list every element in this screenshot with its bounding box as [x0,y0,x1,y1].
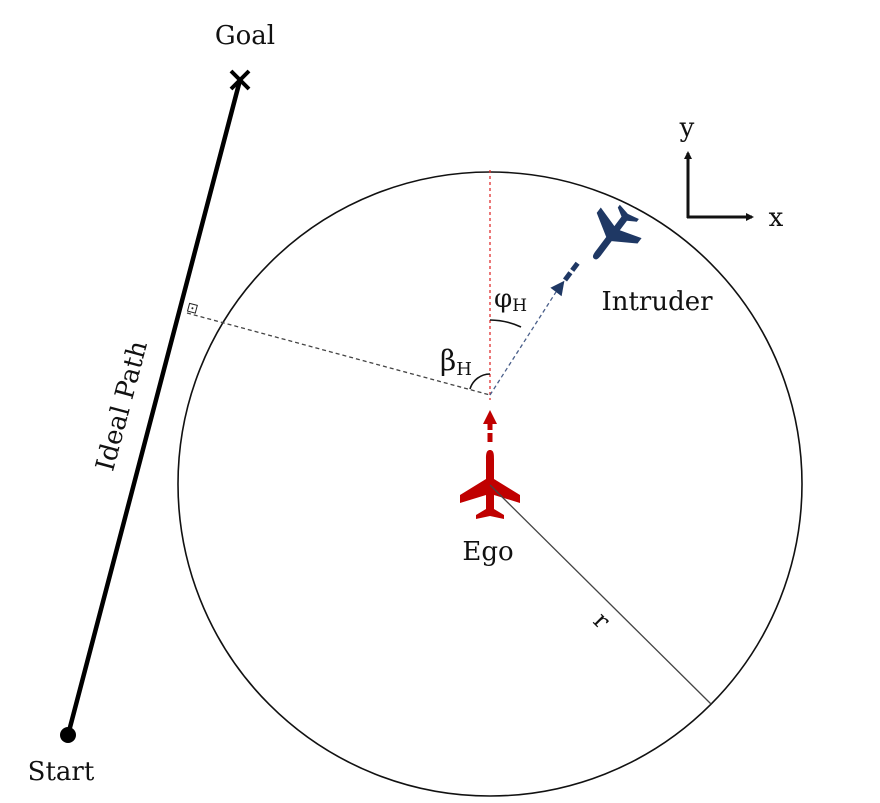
coordinate-axes [684,151,754,221]
beta-angle-arc [469,373,491,390]
intruder-velocity-arrow [550,261,580,297]
goal-label: Goal [215,21,275,51]
intruder-label: Intruder [601,287,713,317]
start-dot-icon [60,727,76,743]
axis-x-label: x [769,203,784,233]
phi-label: φH [494,284,527,316]
axis-y-label: y [679,113,695,143]
ego-velocity-arrow [483,410,497,442]
start-label: Start [28,757,95,787]
ideal-path-line [65,79,243,736]
intruder-airplane-icon [573,196,650,275]
phi-angle-arc [489,319,522,328]
ego-label: Ego [462,537,513,567]
radius-label: r [588,606,616,634]
beta-label: βH [440,344,472,380]
intruder-bearing-line [489,291,557,396]
right-angle-marker [186,302,198,314]
ego-airplane-icon [460,450,520,519]
cross-track-distance-line [186,312,491,396]
ideal-path-label: Ideal Path [91,337,155,474]
radius-line [489,484,712,705]
goal-cross-icon [229,69,251,91]
